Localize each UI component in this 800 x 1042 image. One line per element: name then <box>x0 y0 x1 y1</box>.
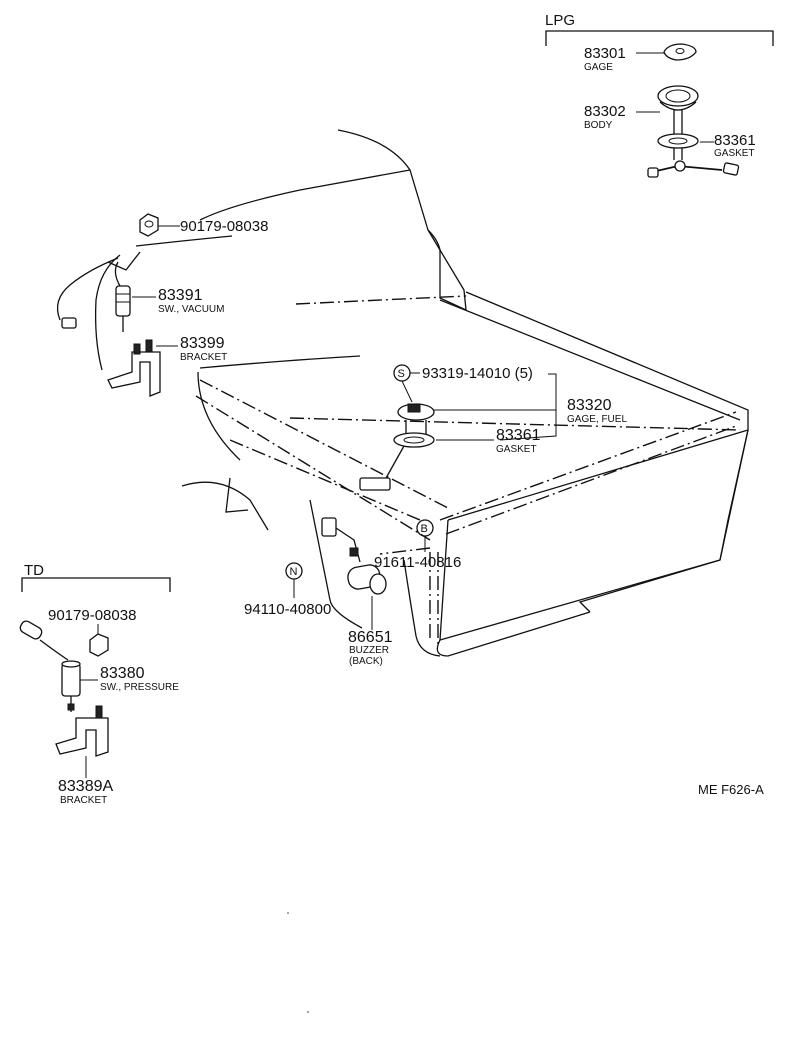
marker-s-label: S <box>398 368 405 380</box>
part-83361-lpg-desc: GASKET <box>714 148 755 159</box>
marker-n-label: N <box>290 566 298 578</box>
leader-s-to-gage <box>401 380 413 403</box>
fuel-float-arm-icon <box>359 445 405 491</box>
bracket-83320 <box>499 373 557 441</box>
part-83380-number[interactable]: 83380 <box>100 665 145 682</box>
td-section: TD 90179-08038 83380 SW., PRESSURE <box>19 562 179 806</box>
top-left-parts: 90179-08038 83391 SW., VACUUM 83399 BRAC… <box>107 213 268 397</box>
part-83399-number[interactable]: 83399 <box>180 335 225 352</box>
part-83391-number[interactable]: 83391 <box>158 287 203 304</box>
part-83391-desc: SW., VACUUM <box>158 304 224 315</box>
part-83361-number[interactable]: 83361 <box>496 427 541 444</box>
part-94110-number[interactable]: 94110-40800 <box>244 601 331 618</box>
buzzer-icon <box>321 517 387 595</box>
part-83380-desc: SW., PRESSURE <box>100 682 179 693</box>
fuel-gage-assembly: S 93319-14010 (5) 83320 GAGE, FUEL 83361… <box>359 364 627 491</box>
marker-b-label: B <box>421 523 428 535</box>
vacuum-switch-icon <box>114 261 131 332</box>
part-83389A-number[interactable]: 83389A <box>58 778 113 795</box>
part-83361-lpg-number[interactable]: 83361 <box>714 132 756 149</box>
lpg-section-label: LPG <box>545 12 575 29</box>
td-section-label: TD <box>24 562 44 579</box>
scan-speck <box>287 912 289 914</box>
gage-cap-icon <box>663 43 697 61</box>
buzzer-assembly: B 91611-40816 N 94110-40800 86651 BUZZER… <box>244 517 461 667</box>
part-83320-desc: GAGE, FUEL <box>567 414 627 425</box>
td-nut-icon <box>89 633 109 657</box>
part-90179-top-number[interactable]: 90179-08038 <box>180 218 268 235</box>
pressure-switch-icon <box>61 660 81 712</box>
lpg-section: LPG 83301 GAGE 83302 BODY 83361 GASKET <box>545 12 774 178</box>
nut-icon <box>139 213 159 237</box>
part-83301-number[interactable]: 83301 <box>584 45 626 62</box>
pressure-switch-cable-icon <box>19 620 69 661</box>
part-83302-desc: BODY <box>584 120 613 131</box>
bracket-icon-top <box>107 339 161 397</box>
drawing-code: ME F626-A <box>698 782 764 797</box>
part-83320-number[interactable]: 83320 <box>567 397 612 414</box>
bracket-icon-td <box>55 705 109 757</box>
lpg-bracket-line <box>545 30 774 46</box>
fuel-gasket-icon <box>393 432 435 448</box>
part-86651-number[interactable]: 86651 <box>348 629 393 646</box>
part-83302-number[interactable]: 83302 <box>584 103 626 120</box>
lpg-gasket-icon <box>657 133 699 149</box>
lpg-sender-arm-icon <box>647 160 740 178</box>
part-83399-desc: BRACKET <box>180 352 227 363</box>
lpg-body-icon <box>657 85 699 160</box>
part-90179-td-number[interactable]: 90179-08038 <box>48 607 136 624</box>
part-86651-desc1: BUZZER <box>349 645 389 656</box>
part-83361-desc: GASKET <box>496 444 537 455</box>
part-86651-desc2: (BACK) <box>349 656 383 667</box>
td-bracket-line <box>21 577 171 592</box>
scan-speck <box>307 1011 309 1013</box>
vehicle-body-outline <box>56 129 749 657</box>
part-83389A-desc: BRACKET <box>60 795 107 806</box>
part-91611-number[interactable]: 91611-40816 <box>374 554 461 571</box>
part-93319-number[interactable]: 93319-14010 (5) <box>422 365 533 382</box>
part-83301-desc: GAGE <box>584 62 613 73</box>
